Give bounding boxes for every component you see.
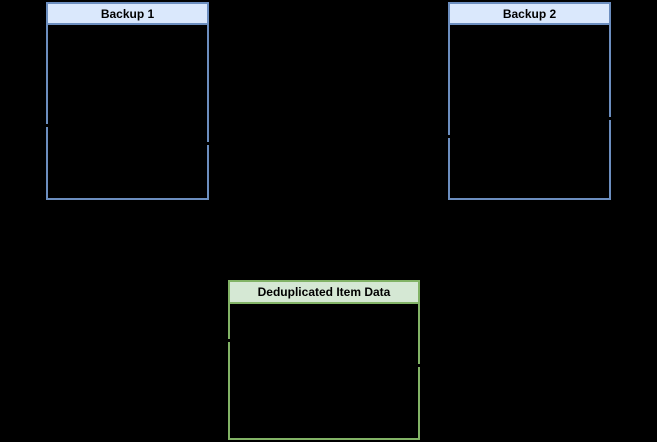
deduplicated-item-data-node: Deduplicated Item Data — [228, 280, 420, 440]
connector-stub-backup2-left — [445, 135, 453, 138]
backup-1-title: Backup 1 — [100, 6, 155, 21]
deduplicated-item-data-title: Deduplicated Item Data — [257, 285, 391, 299]
connector-stub-dedup-right — [414, 364, 422, 367]
connector-stub-backup1-right — [203, 142, 211, 145]
connector-stub-dedup-left — [225, 339, 233, 342]
connector-stub-backup1-left — [43, 124, 51, 127]
backup-1-title-bar: Backup 1 — [46, 2, 209, 25]
backup-1-node: Backup 1 — [46, 2, 209, 200]
backup-2-node: Backup 2 — [448, 2, 611, 200]
backup-1-body — [46, 25, 209, 200]
backup-2-body — [448, 25, 611, 200]
deduplicated-item-data-title-bar: Deduplicated Item Data — [228, 280, 420, 304]
connector-stub-backup2-right — [605, 117, 613, 120]
deduplicated-item-data-body — [228, 304, 420, 440]
backup-2-title-bar: Backup 2 — [448, 2, 611, 25]
backup-2-title: Backup 2 — [502, 6, 557, 21]
